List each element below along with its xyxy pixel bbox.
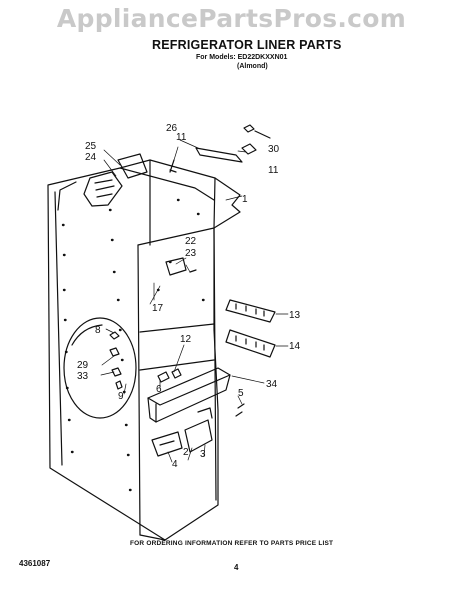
document-number: 4361087 — [19, 559, 51, 568]
shelf-bracket-upper — [165, 257, 187, 276]
liner-bottom — [139, 534, 166, 541]
callout-23: 23 — [185, 248, 197, 259]
shelf-support-13 — [225, 299, 276, 323]
callout-5: 5 — [238, 388, 244, 399]
callout-33: 33 — [77, 371, 89, 382]
callout-3: 3 — [200, 449, 206, 460]
liner-inner-right — [213, 227, 217, 501]
lower-bracket — [184, 419, 213, 453]
color-line: (Almond) — [237, 63, 268, 70]
ordering-note: FOR ORDERING INFORMATION REFER TO PARTS … — [130, 540, 334, 547]
top-rail — [195, 147, 243, 163]
liner-inner-top — [137, 227, 215, 246]
callout-17: 17 — [152, 303, 164, 314]
inner-divider — [139, 323, 215, 333]
callout-12: 12 — [180, 334, 192, 345]
watermark-text: AppliancePartsPros.com — [56, 4, 407, 33]
callout-11a: 11 — [176, 132, 187, 143]
callout-11b: 11 — [268, 165, 279, 176]
page-number: 4 — [234, 563, 239, 572]
control-housing — [83, 171, 123, 207]
callout-14: 14 — [289, 341, 301, 352]
callout-22: 22 — [185, 236, 197, 247]
callout-24: 24 — [85, 152, 97, 163]
inner-divider-2 — [139, 359, 215, 371]
callout-2: 2 — [183, 447, 189, 458]
callout-6: 6 — [156, 384, 162, 395]
callout-30: 30 — [268, 144, 280, 155]
shelf-support-14 — [225, 329, 276, 358]
callout-9: 9 — [118, 391, 124, 402]
callout-26: 26 — [166, 123, 178, 134]
liner-back-edge — [54, 191, 63, 466]
callout-25: 25 — [85, 141, 97, 152]
callout-34: 34 — [266, 379, 278, 390]
liner-shell — [47, 159, 241, 541]
callout-4: 4 — [172, 459, 178, 470]
circular-panel — [63, 317, 137, 419]
liner-inner-left — [137, 244, 141, 536]
callout-13: 13 — [289, 310, 301, 321]
liner-top-flange — [119, 167, 215, 201]
callout-29: 29 — [77, 360, 89, 371]
page-title: REFRIGERATOR LINER PARTS — [152, 38, 342, 52]
callout-1: 1 — [242, 194, 248, 205]
model-line: For Models: ED22DKXXN01 — [196, 54, 288, 61]
lower-part-4 — [151, 431, 183, 457]
callout-8: 8 — [95, 325, 101, 336]
liner-ridge-2 — [213, 177, 216, 229]
